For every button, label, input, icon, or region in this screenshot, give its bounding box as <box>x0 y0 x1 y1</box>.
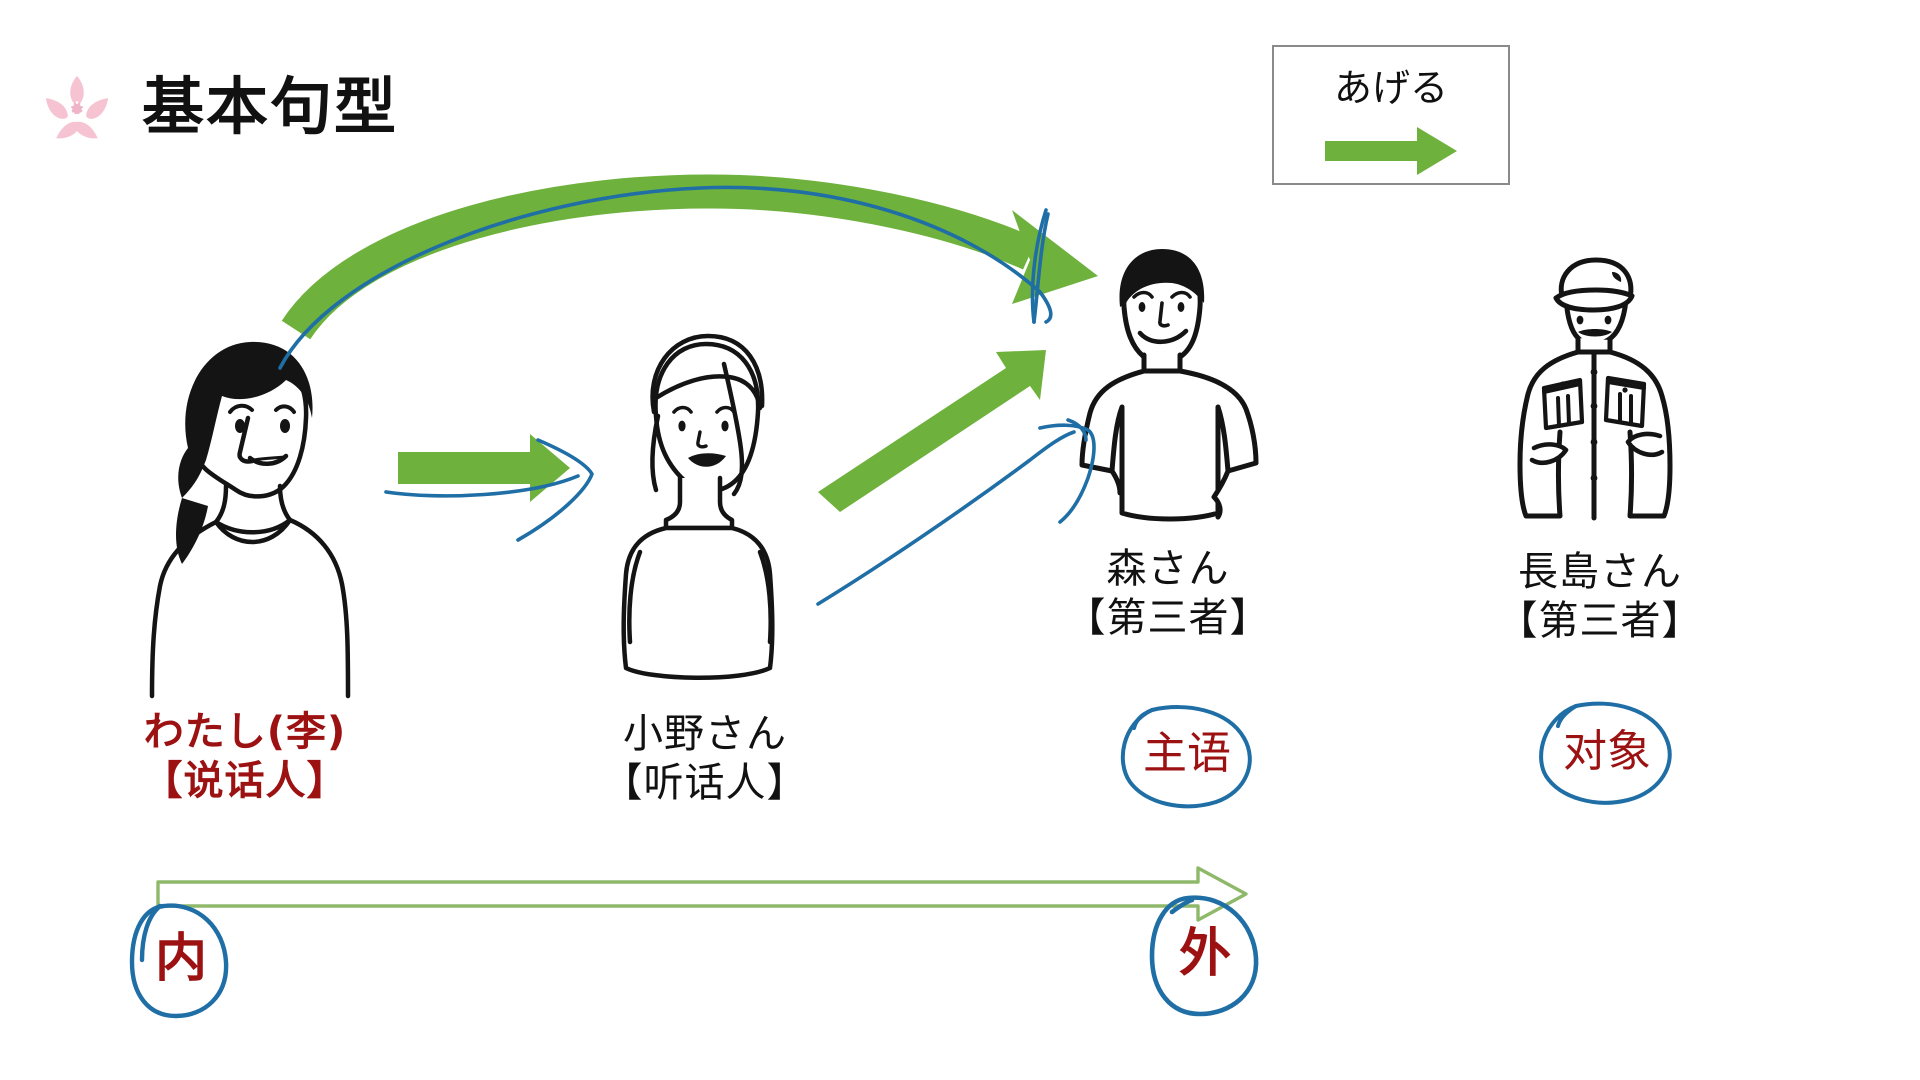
hand-drawn-circle-icon <box>1120 705 1252 809</box>
person-ono-caption: 小野さん 【听话人】 <box>495 710 915 808</box>
person-mori: 森さん 【第三者】 <box>1066 245 1270 641</box>
person-watashi-role: 【说话人】 <box>142 757 348 804</box>
person-watashi: わたし(李) 【说话人】 <box>130 300 360 804</box>
person-ono-role: 【听话人】 <box>602 759 808 806</box>
person-nagashima: 長島さん 【第三者】 <box>1498 250 1702 644</box>
man-tshirt-art <box>1079 249 1259 522</box>
person-mori-caption: 森さん 【第三者】 <box>958 545 1378 643</box>
person-mori-role: 【第三者】 <box>1065 594 1271 641</box>
older-man-cap-uniform-art <box>1517 257 1673 521</box>
hand-drawn-circle-icon <box>1149 895 1259 1017</box>
annotation-outside: 外 <box>1146 890 1264 1020</box>
annotation-inside-text: 内 <box>154 928 207 989</box>
legend-box: あげる <box>1272 45 1510 185</box>
slide-header: 基本句型 <box>40 70 398 144</box>
annotation-outside-text: 外 <box>1178 923 1231 984</box>
person-nagashima-caption: 長島さん 【第三者】 <box>1390 548 1810 646</box>
annotation-subject: 主语 <box>1112 700 1262 810</box>
sakura-flower-icon <box>45 75 109 139</box>
woman-long-hair-turtleneck-art <box>621 333 775 680</box>
annotation-object-text: 对象 <box>1563 726 1651 778</box>
person-watashi-caption: わたし(李) 【说话人】 <box>35 708 455 806</box>
woman-short-dark-hair-art <box>149 341 351 699</box>
hand-drawn-circle-icon <box>129 903 229 1019</box>
annotation-inside: 内 <box>126 898 236 1022</box>
person-mori-name: 森さん <box>1106 546 1230 592</box>
person-watashi-name: わたし(李) <box>143 709 347 755</box>
annotation-object: 对象 <box>1532 698 1682 808</box>
hand-drawn-circle-icon <box>1539 701 1672 805</box>
legend-label: あげる <box>1333 66 1448 110</box>
annotation-subject-text: 主语 <box>1143 728 1231 780</box>
arrow-ono-to-mori <box>818 350 1046 512</box>
arrow-watashi-to-ono <box>398 434 570 502</box>
arrow-watashi-to-mori <box>281 174 1098 340</box>
green-right-arrow-icon <box>1325 127 1457 175</box>
person-nagashima-role: 【第三者】 <box>1497 597 1703 644</box>
page-title: 基本句型 <box>142 70 399 143</box>
person-ono-name: 小野さん <box>623 711 787 757</box>
person-nagashima-name: 長島さん <box>1518 549 1682 595</box>
person-ono: 小野さん 【听话人】 <box>600 320 810 806</box>
